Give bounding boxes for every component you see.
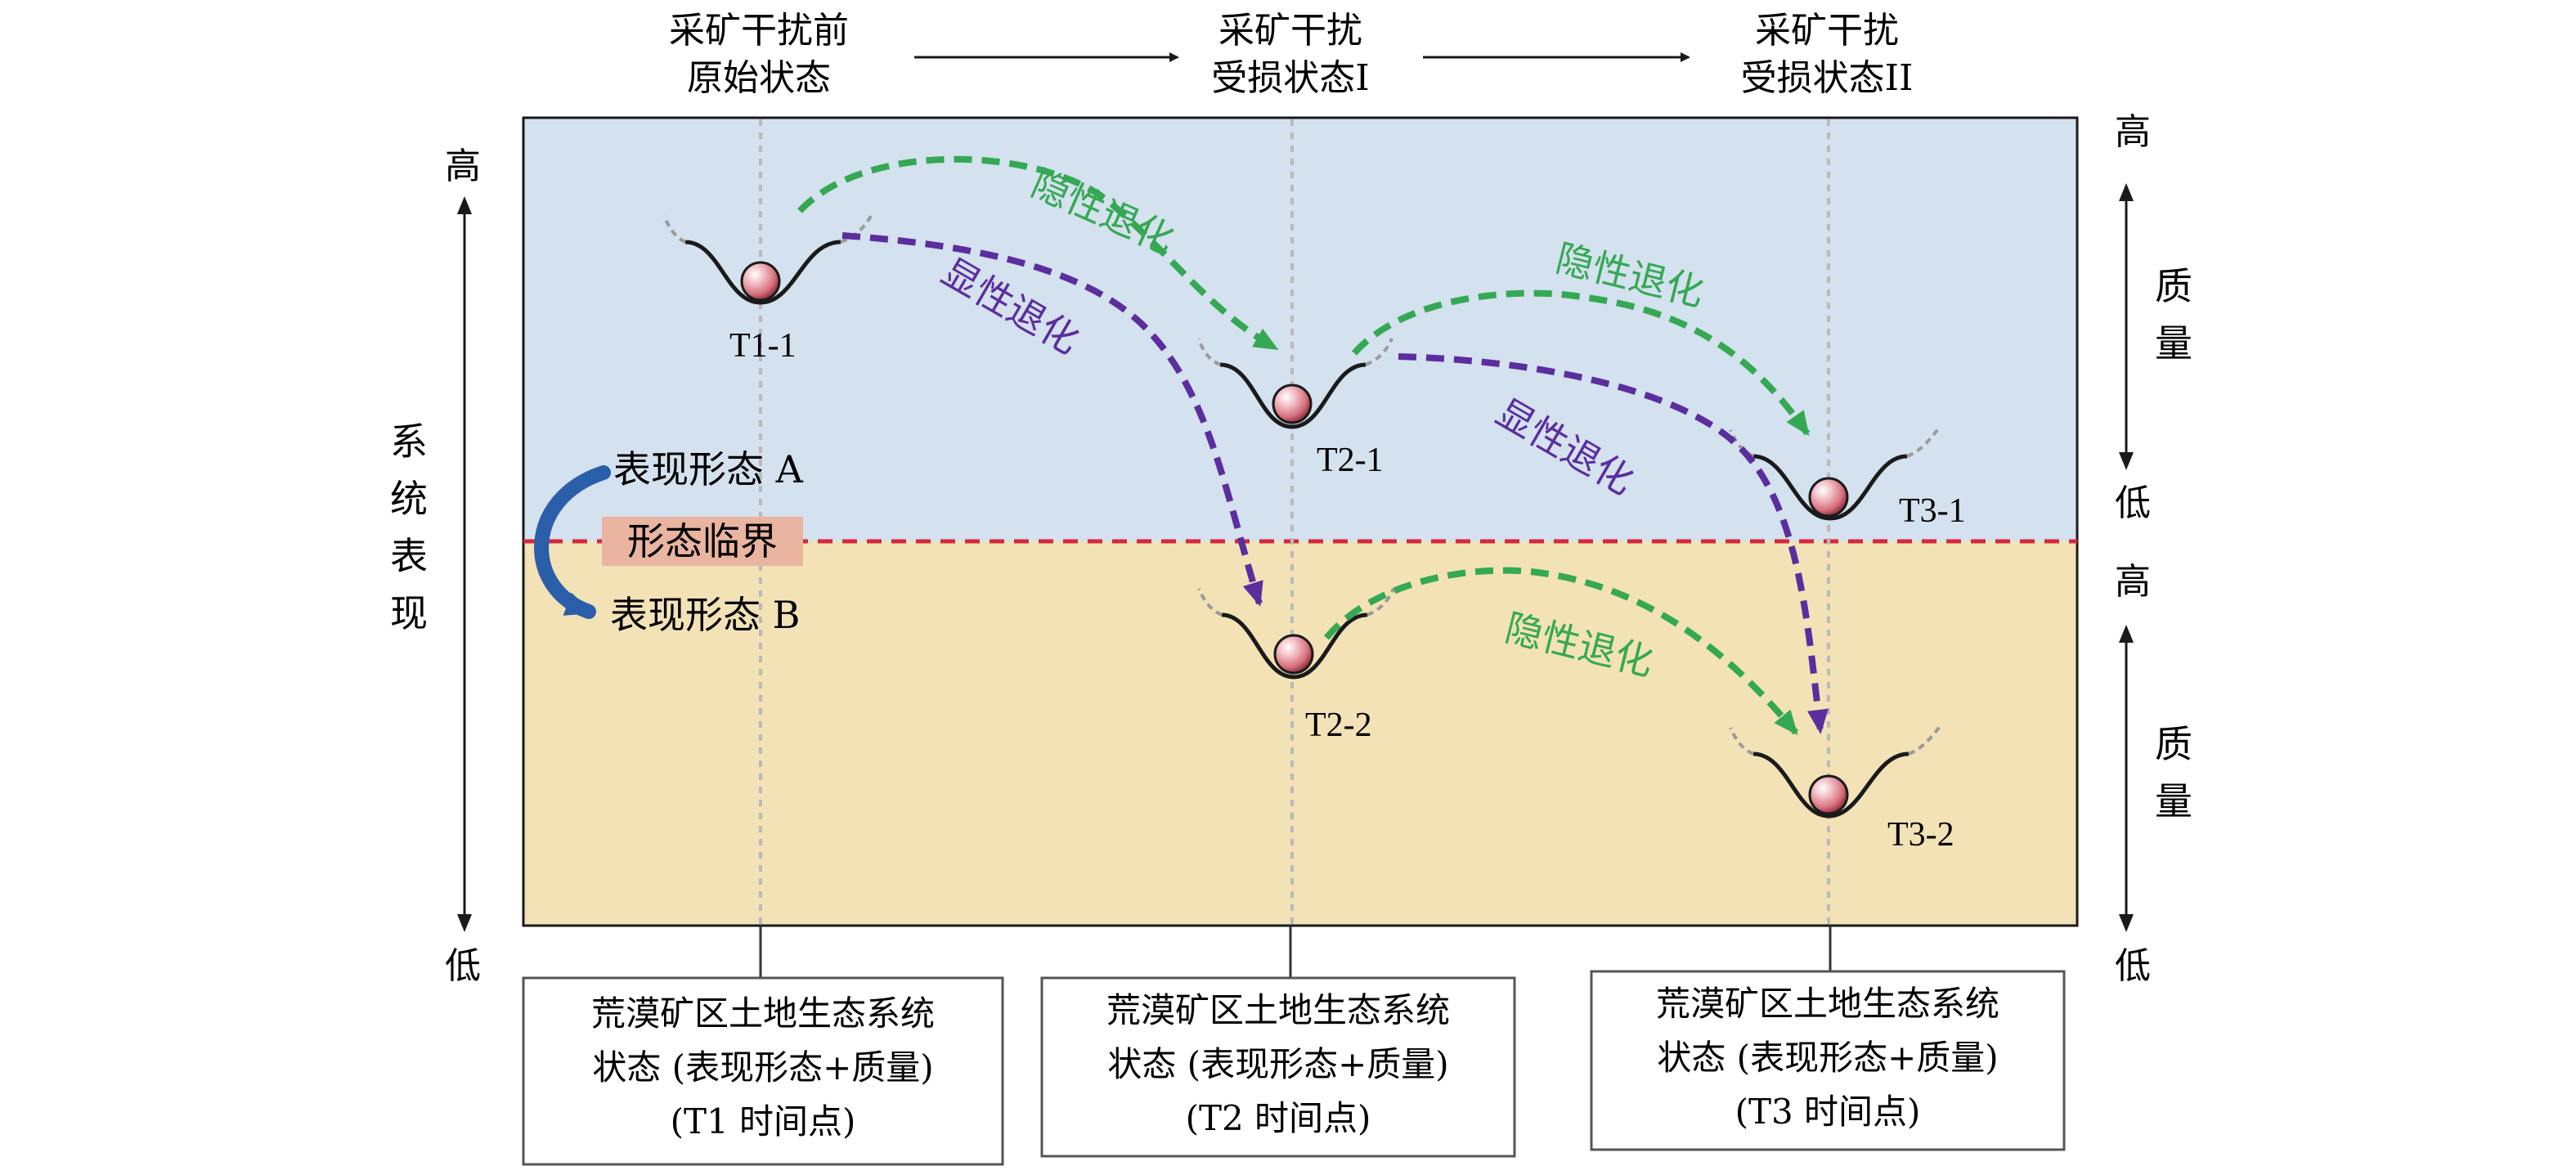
label-t2-2: T2-2 xyxy=(1305,706,1372,744)
form-b-label: 表现形态 B xyxy=(610,593,800,637)
svg-text:(T3 时间点): (T3 时间点) xyxy=(1735,1092,1921,1132)
right-axis-lower-low: 低 xyxy=(2115,945,2151,987)
stage-heading-1: 采矿干扰前 原始状态 xyxy=(669,10,849,99)
hidden-arrow-2 xyxy=(1352,289,1811,437)
threshold-box xyxy=(602,517,803,566)
stage-heading-3-line1: 采矿干扰 xyxy=(1755,10,1899,52)
state-box-t2: 荒漠矿区土地生态系统 状态 (表现形态+质量) (T2 时间点) xyxy=(1040,976,1516,1158)
label-t3-2: T3-2 xyxy=(1887,816,1954,854)
svg-text:(T2 时间点): (T2 时间点) xyxy=(1186,1098,1371,1138)
threshold-label: 形态临界 xyxy=(627,519,778,563)
ball-t2-1 xyxy=(1272,383,1313,424)
panel-border xyxy=(522,116,2079,927)
right-axis-upper-high: 高 xyxy=(2115,111,2151,153)
state-t2-1: T2-1 xyxy=(1197,338,1393,479)
stage-heading-1-line2: 原始状态 xyxy=(687,57,831,99)
svg-text:(T1 时间点): (T1 时间点) xyxy=(671,1101,856,1141)
svg-text:现: 现 xyxy=(390,591,428,635)
right-axis-lower: 高 低 质 量 xyxy=(2115,561,2192,987)
svg-text:荒漠矿区土地生态系统: 荒漠矿区土地生态系统 xyxy=(591,993,935,1034)
stage-heading-2-line2: 受损状态I xyxy=(1211,57,1369,99)
ball-t1-1 xyxy=(740,261,781,302)
left-axis-low: 低 xyxy=(445,945,481,987)
form-a-label: 表现形态 A xyxy=(613,447,804,491)
stage-heading-1-line1: 采矿干扰前 xyxy=(669,10,849,52)
left-axis: 高 低 系 统 表 现 xyxy=(390,146,481,987)
left-axis-high: 高 xyxy=(445,146,481,187)
stage-heading-3-line2: 受损状态II xyxy=(1741,57,1914,99)
svg-text:表: 表 xyxy=(390,534,428,578)
right-axis-lower-high: 高 xyxy=(2115,561,2151,603)
right-axis-upper: 高 低 质 量 xyxy=(2115,111,2192,524)
svg-text:统: 统 xyxy=(390,477,428,521)
stage-heading-2-line1: 采矿干扰 xyxy=(1218,10,1362,52)
svg-text:状态 (表现形态+质量): 状态 (表现形态+质量) xyxy=(592,1047,933,1088)
state-t2-2: T2-2 xyxy=(1197,588,1395,744)
ball-t3-1 xyxy=(1808,477,1849,518)
transition-arrow xyxy=(534,465,611,619)
stage-heading-3: 采矿干扰 受损状态II xyxy=(1741,10,1914,99)
svg-text:荒漠矿区土地生态系统: 荒漠矿区土地生态系统 xyxy=(1106,990,1450,1030)
label-t3-1: T3-1 xyxy=(1899,492,1966,530)
ball-t2-2 xyxy=(1273,634,1314,675)
label-t2-1: T2-1 xyxy=(1317,442,1384,479)
state-box-t3: 荒漠矿区土地生态系统 状态 (表现形态+质量) (T3 时间点) xyxy=(1590,970,2066,1151)
svg-text:质: 质 xyxy=(2155,264,2192,308)
svg-text:状态 (表现形态+质量): 状态 (表现形态+质量) xyxy=(1107,1044,1448,1084)
svg-text:系: 系 xyxy=(390,419,428,464)
state-box-t1: 荒漠矿区土地生态系统 状态 (表现形态+质量) (T1 时间点) xyxy=(522,976,1004,1166)
left-axis-label: 系 统 表 现 xyxy=(390,419,428,635)
overt-arrow-1 xyxy=(841,232,1263,607)
state-t1-1: T1-1 xyxy=(662,213,873,365)
ball-t3-2 xyxy=(1808,774,1849,815)
hidden-arrow-1 xyxy=(797,155,1279,352)
svg-text:质: 质 xyxy=(2155,722,2192,766)
upper-region xyxy=(523,118,2077,541)
label-t1-1: T1-1 xyxy=(729,327,797,365)
hidden-arrow-3 xyxy=(1323,567,1799,736)
right-axis-upper-low: 低 xyxy=(2115,482,2151,524)
svg-text:荒漠矿区土地生态系统: 荒漠矿区土地生态系统 xyxy=(1656,984,1999,1024)
overt-arrow-2 xyxy=(1398,353,1829,734)
stage-heading-2: 采矿干扰 受损状态I xyxy=(1211,10,1369,99)
state-t3-2: T3-2 xyxy=(1729,723,1954,854)
svg-text:量: 量 xyxy=(2155,779,2192,823)
svg-text:量: 量 xyxy=(2155,321,2192,366)
svg-text:状态 (表现形态+质量): 状态 (表现形态+质量) xyxy=(1657,1038,1998,1078)
state-t3-1: T3-1 xyxy=(1729,425,1966,530)
